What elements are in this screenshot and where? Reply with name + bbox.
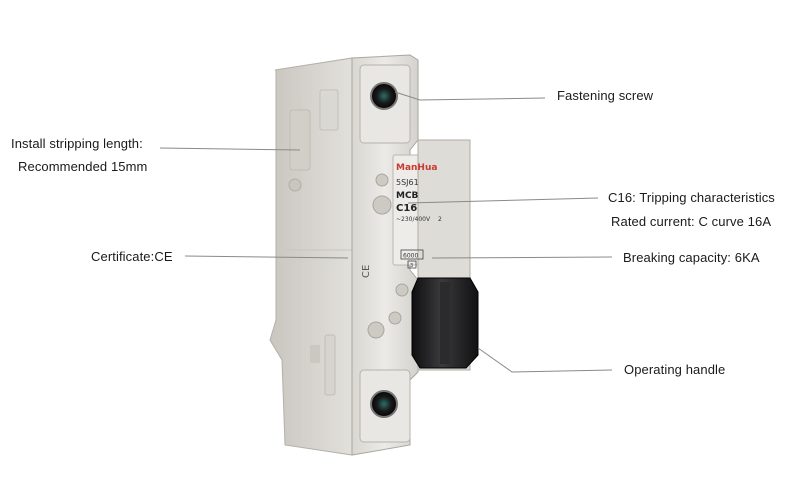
callout-breaking-capacity: Breaking capacity: 6KA: [623, 250, 760, 265]
breaker-side-face: [269, 57, 353, 456]
model-print: 5SJ61: [396, 178, 419, 187]
leader-lines: [159, 91, 613, 373]
type-print: MCB: [396, 191, 419, 201]
rating-print: C16: [396, 203, 417, 214]
callout-fastening-screw: Fastening screw: [557, 88, 654, 103]
voltage-print: ~230/400V: [396, 216, 431, 223]
ce-mark-print: CE: [361, 265, 372, 278]
brand-print: ManHua: [396, 163, 437, 173]
callout-certificate: Certificate:CE: [91, 249, 173, 264]
callout-install-stripping-length: Install stripping length:: [11, 136, 143, 151]
poles-print: 2: [438, 216, 442, 223]
capacity-class-print: 3: [410, 263, 413, 269]
callout-tripping-characteristics: C16: Tripping characteristics: [608, 190, 775, 205]
capacity-print: 6000: [403, 253, 418, 260]
callout-recommended-length: Recommended 15mm: [18, 159, 148, 174]
callout-operating-handle: Operating handle: [624, 362, 726, 377]
top-screw: [370, 82, 398, 110]
callout-rated-current: Rated current: C curve 16A: [611, 214, 772, 229]
bottom-screw: [370, 390, 398, 418]
